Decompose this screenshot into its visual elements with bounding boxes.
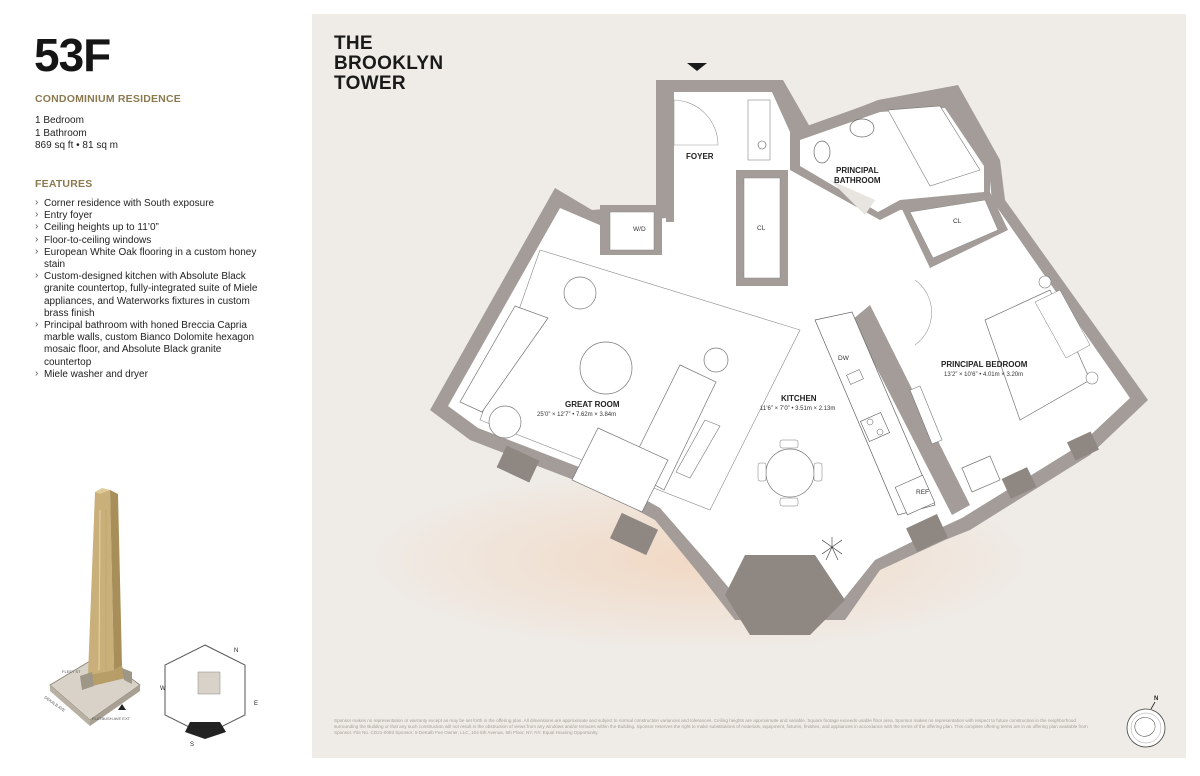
wall: [666, 92, 674, 222]
armchair: [961, 455, 1001, 493]
features-list: Corner residence with South exposure Ent…: [35, 197, 270, 381]
feature-item: Entry foyer: [35, 209, 270, 222]
bay-column: [725, 555, 845, 635]
entry-arrow-icon: [687, 63, 707, 71]
dining-chair: [813, 462, 823, 482]
ottoman: [675, 419, 721, 479]
dimension-great-room: 25’0” × 12’7” • 7.62m × 3.84m: [537, 412, 617, 418]
feature-item: European White Oak flooring in a custom …: [35, 246, 270, 271]
dresser: [909, 385, 943, 445]
washer-dryer: [609, 211, 655, 251]
brand-line: THE: [334, 33, 373, 54]
street-label: FLATBUSH AVE EXT: [92, 716, 131, 721]
bathroom-label-line: BATHROOM: [834, 176, 881, 185]
dining-chair: [779, 497, 799, 507]
seal-north-label: N: [1154, 696, 1158, 702]
fixture-icon: [757, 140, 767, 150]
feature-item: Ceiling heights up to 11’0”: [35, 221, 270, 234]
bedroom-count: 1 Bedroom: [35, 115, 84, 126]
refrigerator: [894, 474, 936, 516]
column: [1001, 467, 1037, 499]
chair: [563, 276, 597, 310]
nightstand: [1085, 371, 1099, 385]
bathroom-count: 1 Bathroom: [35, 127, 87, 139]
room-label-wd: W/D: [633, 226, 646, 233]
sink-icon: [849, 118, 875, 138]
room-label-refrigerator: REF: [916, 489, 929, 496]
foyer-cabinet: [747, 99, 771, 161]
door-swing: [914, 279, 932, 346]
bedroom-wall: [852, 305, 970, 515]
coffee-table: [579, 341, 633, 395]
room-label-great-room: GREAT ROOM: [565, 400, 620, 409]
room-label-kitchen: KITCHEN: [781, 394, 817, 403]
features-title: FEATURES: [35, 178, 93, 190]
compass-s: S: [190, 742, 194, 748]
unit-number: 53F: [34, 29, 111, 81]
street-label: FLEET ST: [62, 669, 81, 674]
door-swing: [673, 99, 719, 146]
kitchen-sink: [846, 369, 864, 385]
legal-disclaimer: Sponsor makes no representation or warra…: [334, 718, 1088, 735]
toilet-icon: [813, 140, 831, 164]
hex-mosaic-floor: [830, 180, 875, 215]
feature-item: Principal bathroom with honed Breccia Ca…: [35, 319, 270, 369]
brand-line: BROOKLYN: [334, 53, 444, 74]
brand-logo: THE BROOKLYN TOWER: [334, 34, 443, 94]
feature-item: Floor-to-ceiling windows: [35, 234, 270, 247]
media-console: [459, 305, 549, 413]
column: [906, 514, 948, 552]
room-label-bathroom: PRINCIPAL BATHROOM: [834, 166, 881, 186]
bathroom-label-line: PRINCIPAL: [835, 166, 879, 175]
dimension-bedroom: 13’2” × 10’6” • 4.01m × 3.20m: [944, 372, 1024, 378]
column: [609, 512, 659, 556]
compass-n: N: [234, 648, 238, 654]
room-label-dishwasher: DW: [838, 355, 849, 362]
compass-e: E: [254, 701, 258, 707]
side-table: [703, 347, 729, 373]
column: [1066, 431, 1100, 461]
floor-plan-drawing: [370, 63, 1148, 650]
north-seal-icon: N: [1126, 696, 1166, 748]
nightstand: [1038, 275, 1052, 289]
unit-specs: 1 Bedroom 1 Bathroom 869 sq ft • 81 sq m: [35, 115, 118, 153]
tower-illustration: FLEET ST DEKALB AVE FLATBUSH AVE EXT: [43, 488, 141, 726]
chair: [488, 405, 522, 439]
chaise: [571, 427, 669, 513]
pillows: [1034, 289, 1091, 359]
brand-line: TOWER: [334, 73, 406, 94]
feature-item: Corner residence with South exposure: [35, 197, 270, 210]
room-label-bedroom: PRINCIPAL BEDROOM: [941, 360, 1028, 369]
dining-chair: [757, 462, 767, 482]
plant-icon: [821, 537, 843, 561]
dimension-kitchen: 11’6” × 7’0” • 3.51m × 2.13m: [760, 406, 836, 412]
room-label-foyer: FOYER: [686, 152, 714, 161]
closet: [743, 177, 781, 279]
feature-item: Miele washer and dryer: [35, 368, 270, 381]
feature-item: Custom-designed kitchen with Absolute Bl…: [35, 270, 270, 320]
unit-area: 869 sq ft • 81 sq m: [35, 140, 118, 151]
kitchen-counter: [814, 311, 936, 516]
compass-w: W: [160, 686, 166, 692]
info-panel: 53F CONDOMINIUM RESIDENCE 1 Bedroom 1 Ba…: [0, 0, 310, 776]
dining-chair: [779, 439, 799, 449]
residence-type: CONDOMINIUM RESIDENCE: [35, 93, 181, 105]
dining-table: [765, 448, 815, 498]
key-plan: N W E S: [160, 644, 258, 748]
bedroom-closet: [909, 199, 999, 259]
room-label-closet: CL: [953, 218, 962, 225]
room-label-closet: CL: [757, 225, 766, 232]
column: [496, 445, 540, 483]
